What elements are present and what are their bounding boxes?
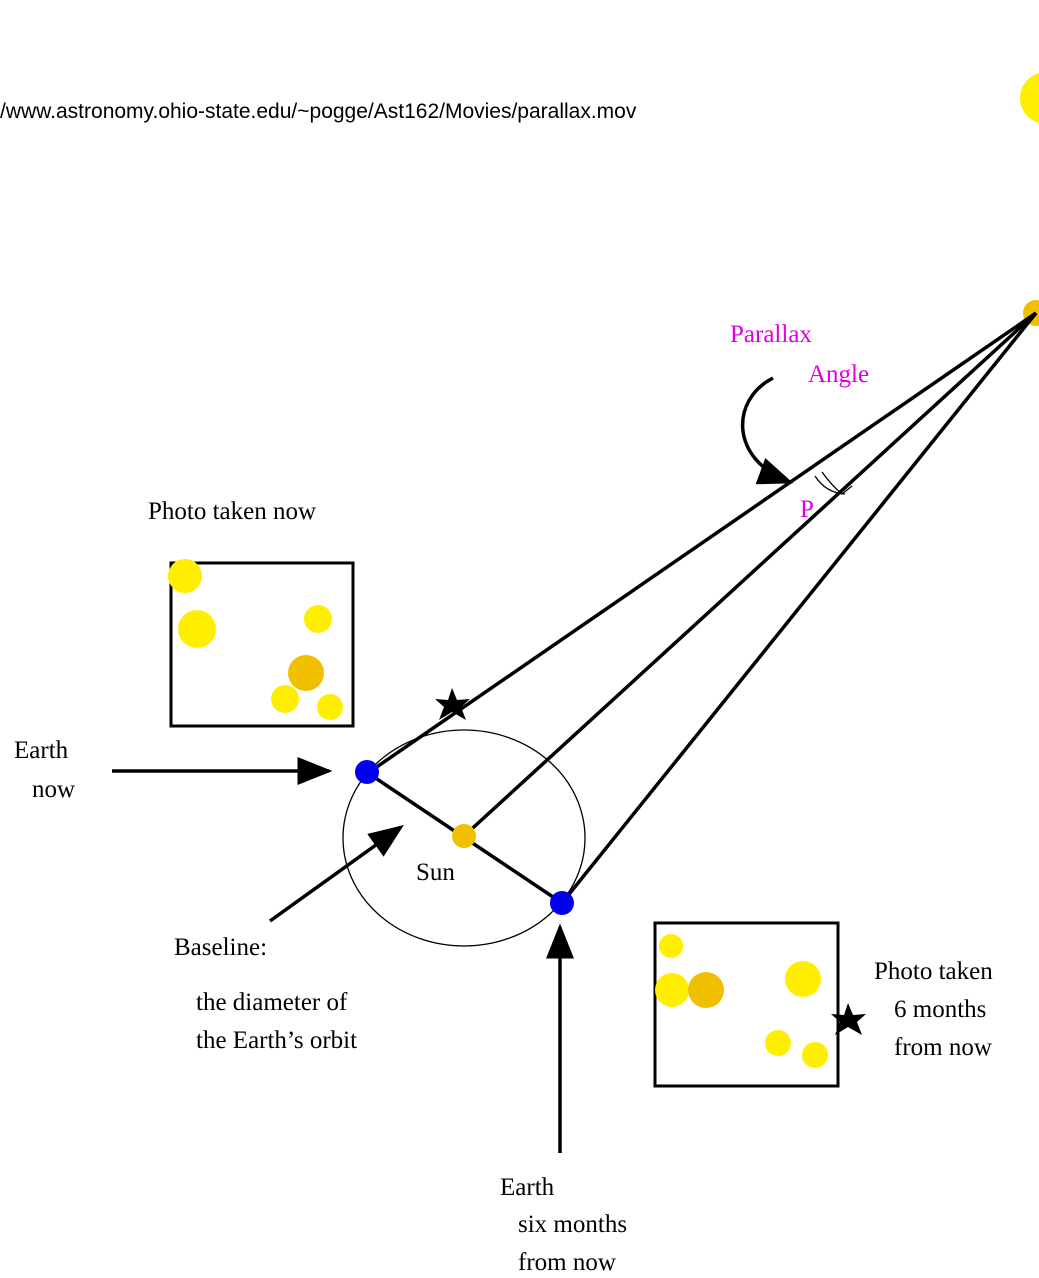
photo-later-star-icon xyxy=(785,961,821,997)
parallax-angle-symbol: P xyxy=(800,496,814,523)
near-star-icon-2 xyxy=(831,1003,866,1035)
photo-now-star-icon xyxy=(178,610,216,648)
earth-later-icon xyxy=(550,891,574,915)
parallax-pointer-arrow xyxy=(740,376,794,485)
photo-later-star-icon xyxy=(659,934,683,958)
photo-now-label: Photo taken now xyxy=(148,498,316,525)
photo-now-star-icon xyxy=(288,655,324,691)
photo-later-label-2: 6 months xyxy=(894,996,986,1023)
photo-later-label-3: from now xyxy=(894,1034,992,1061)
photo-now-star-icon xyxy=(317,694,343,720)
baseline-label: Baseline: xyxy=(174,934,267,961)
source-url: /www.astronomy.ohio-state.edu/~pogge/Ast… xyxy=(0,100,637,123)
baseline-desc-1: the diameter of xyxy=(196,989,348,1016)
photo-later-star-icon xyxy=(765,1030,791,1056)
photo-later-label-1: Photo taken xyxy=(874,958,993,985)
earth-later-label-3: from now xyxy=(518,1249,616,1276)
baseline-arrow xyxy=(268,824,404,923)
sun-label: Sun xyxy=(416,859,455,886)
earth-now-label-2: now xyxy=(32,776,75,803)
photo-later-frame xyxy=(653,921,840,1088)
sightline-earth-now xyxy=(367,311,1037,775)
photo-now-frame xyxy=(169,561,355,728)
sightline-earth-later xyxy=(560,311,1038,905)
photo-later-star-icon xyxy=(688,972,724,1008)
photo-later-star-icon xyxy=(802,1042,828,1068)
earth-now-icon xyxy=(355,760,379,784)
earth-orbit xyxy=(342,729,586,947)
earth-later-label-2: six months xyxy=(518,1211,627,1238)
photo-now-star-icon xyxy=(271,685,299,713)
parallax-angle-arc-2 xyxy=(814,475,846,495)
photo-later-stars xyxy=(655,934,828,1068)
sun-icon xyxy=(452,824,476,848)
sightline-sun xyxy=(462,311,1038,838)
earth-later-label-1: Earth xyxy=(500,1174,555,1201)
parallax-label-2: Angle xyxy=(808,361,869,388)
top-right-star-icon xyxy=(1020,72,1039,124)
photo-now-star-icon xyxy=(168,559,202,593)
baseline-desc-2: the Earth’s orbit xyxy=(196,1027,357,1054)
photo-later-star-icon xyxy=(655,973,689,1007)
photo-now-star-icon xyxy=(304,605,332,633)
earth-now-label-1: Earth xyxy=(14,737,69,764)
near-star-icon-1 xyxy=(435,688,470,720)
photo-now-stars xyxy=(168,559,343,720)
parallax-label-1: Parallax xyxy=(730,321,812,348)
